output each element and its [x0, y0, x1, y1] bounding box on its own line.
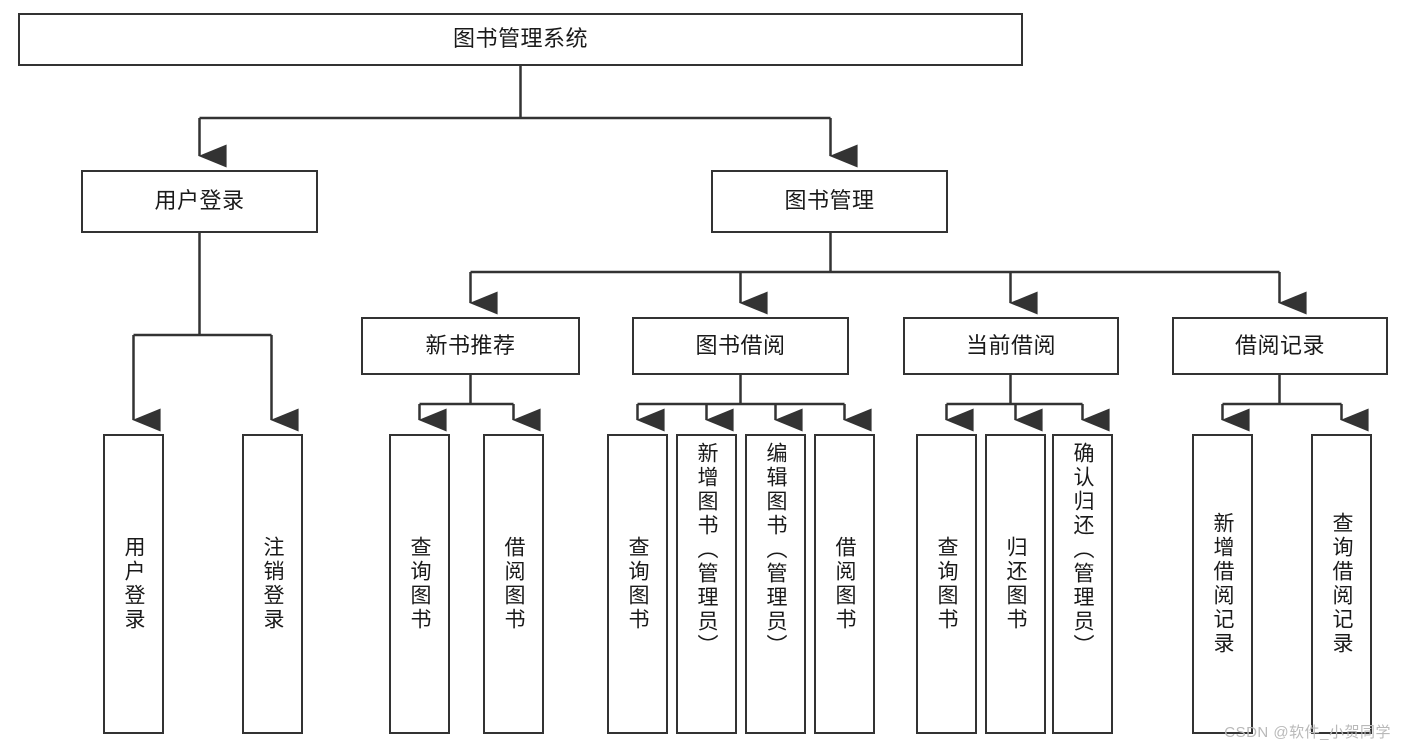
leaf-borrow-book-1[interactable]: 借阅图书: [483, 434, 544, 734]
leaf-add-borrow-record-label: 新增借阅记录: [1211, 512, 1234, 656]
leaf-edit-book-label: 编辑图书（管理员）: [764, 442, 787, 658]
leaf-query-book-3-label: 查询图书: [935, 536, 958, 632]
node-borrow-record[interactable]: 借阅记录: [1172, 317, 1388, 375]
node-new-book-recommend-label: 新书推荐: [425, 332, 516, 358]
node-user-login-label: 用户登录: [154, 188, 245, 214]
leaf-query-book-2[interactable]: 查询图书: [607, 434, 668, 734]
leaf-query-borrow-record[interactable]: 查询借阅记录: [1311, 434, 1372, 734]
node-book-manage[interactable]: 图书管理: [711, 170, 948, 233]
node-root-system-label: 图书管理系统: [452, 26, 588, 52]
leaf-query-book-3[interactable]: 查询图书: [916, 434, 977, 734]
leaf-confirm-return[interactable]: 确认归还（管理员）: [1052, 434, 1113, 734]
watermark-text: CSDN @软件_小贺同学: [1224, 724, 1391, 741]
leaf-query-book-2-label: 查询图书: [626, 536, 649, 632]
leaf-edit-book[interactable]: 编辑图书（管理员）: [745, 434, 806, 734]
node-book-manage-label: 图书管理: [784, 188, 875, 214]
leaf-return-book[interactable]: 归还图书: [985, 434, 1046, 734]
leaf-add-book-label: 新增图书（管理员）: [695, 442, 718, 658]
node-user-login[interactable]: 用户登录: [81, 170, 318, 233]
node-root-system[interactable]: 图书管理系统: [18, 13, 1023, 66]
leaf-add-book[interactable]: 新增图书（管理员）: [676, 434, 737, 734]
node-book-borrow-label: 图书借阅: [695, 332, 786, 358]
leaf-add-borrow-record[interactable]: 新增借阅记录: [1192, 434, 1253, 734]
leaf-borrow-book-2[interactable]: 借阅图书: [814, 434, 875, 734]
node-current-borrow[interactable]: 当前借阅: [903, 317, 1119, 375]
leaf-return-book-label: 归还图书: [1004, 536, 1027, 632]
leaf-logout-login-label: 注销登录: [261, 536, 284, 632]
node-new-book-recommend[interactable]: 新书推荐: [361, 317, 580, 375]
leaf-user-login[interactable]: 用户登录: [103, 434, 164, 734]
leaf-confirm-return-label: 确认归还（管理员）: [1071, 442, 1094, 658]
leaf-query-book-1-label: 查询图书: [408, 536, 431, 632]
leaf-user-login-label: 用户登录: [122, 536, 145, 632]
node-borrow-record-label: 借阅记录: [1234, 332, 1325, 358]
leaf-logout-login[interactable]: 注销登录: [242, 434, 303, 734]
leaf-borrow-book-2-label: 借阅图书: [833, 536, 856, 632]
leaf-query-book-1[interactable]: 查询图书: [389, 434, 450, 734]
leaf-borrow-book-1-label: 借阅图书: [502, 536, 525, 632]
node-current-borrow-label: 当前借阅: [965, 332, 1056, 358]
leaf-query-borrow-record-label: 查询借阅记录: [1330, 512, 1353, 656]
node-book-borrow[interactable]: 图书借阅: [632, 317, 849, 375]
